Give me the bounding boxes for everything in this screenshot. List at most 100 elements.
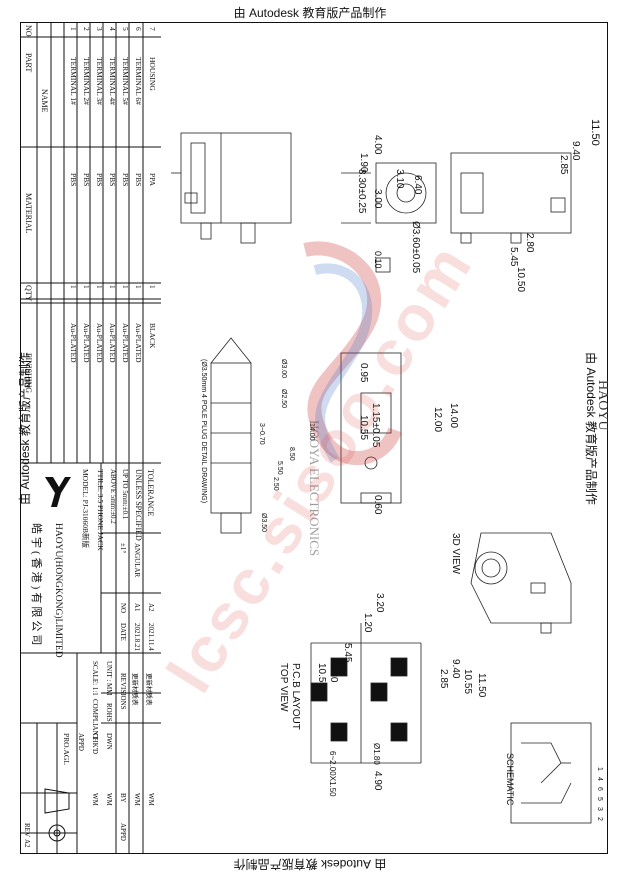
date-a2: 2021.11.4 <box>147 623 155 651</box>
bom-row-name: HOUSING <box>148 57 157 91</box>
bom-row-material: PBS <box>95 173 104 187</box>
revisions-label: REVISIONS <box>119 673 127 710</box>
dim-d1200: 12.00 <box>432 407 443 433</box>
dim-d360: Ø3.60±0.05 <box>410 221 421 274</box>
bom-row-no: 4 <box>108 27 117 31</box>
bom-row-no: 3 <box>95 27 104 31</box>
dim-d310: 3.10 <box>394 169 405 189</box>
haoyu-watermark: HAOYU <box>595 380 610 431</box>
chkd-value: WM <box>91 793 99 806</box>
hooya-logo-watermark <box>303 241 402 465</box>
chkd-label: CHK'D <box>91 733 99 755</box>
dwn-label: DWN <box>105 733 113 750</box>
bom-header-qty: QTY <box>24 285 33 302</box>
angular-label: ANGULAR <box>133 543 141 578</box>
bom-row-material: PBS <box>69 173 78 187</box>
rev-label: REV <box>23 823 31 837</box>
dim-pcb490: 4.90 <box>372 771 383 791</box>
dim-plug550: 5.50 <box>276 461 283 475</box>
dwn-value: WM <box>105 793 113 806</box>
rev-value: A2 <box>23 839 31 848</box>
bom-row-material: PBS <box>108 173 117 187</box>
dim-d280: 2.80 <box>524 233 535 253</box>
date-label: DATE <box>119 623 127 641</box>
bom-row-qty: 1 <box>148 285 157 289</box>
by-label: BY <box>119 793 127 803</box>
bom-row-no: 6 <box>134 27 143 31</box>
company-name-en: HAOYU(HONGKONG)LIMITED <box>53 523 63 658</box>
bom-header-no: NO <box>24 25 33 37</box>
bom-row-material: PPA <box>148 173 157 187</box>
bom-row-finishing: Au-PLATED <box>134 323 143 363</box>
bom-row-material: PBS <box>134 173 143 187</box>
bom-row-finishing: Au-PLATED <box>95 323 104 363</box>
by-a2: WM <box>147 793 155 806</box>
rev-a2: A2 <box>147 603 155 612</box>
bom-row-qty: 1 <box>69 285 78 289</box>
dim-schematic: SCHEMATIC <box>505 753 515 806</box>
title-ttile: TTILE: 3.5 PHONE JACK <box>96 469 105 551</box>
bom-row-finishing: Au-PLATED <box>121 323 130 363</box>
dim-pcb_hole: 6~2.00X1.50 <box>328 751 337 797</box>
bom-row-qty: 1 <box>108 285 117 289</box>
appd-label: APPD <box>119 823 127 841</box>
bom-row-name: TERMINAL 5# <box>121 57 130 105</box>
title-model: MODEL: PJ-31060B新版 <box>81 469 90 548</box>
dim-pcb_layout: P.C.B LAYOUT <box>290 663 301 730</box>
unless-specified: UNLESS SPECIFIED <box>134 469 143 541</box>
bom-row-no: 7 <box>148 27 157 31</box>
technical-drawing <box>171 132 592 824</box>
schematic-pin-label: 3 <box>596 807 603 811</box>
bom-row-name: TERMINAL 3# <box>95 57 104 105</box>
bom-row-material: PBS <box>121 173 130 187</box>
bom-row-qty: 1 <box>95 285 104 289</box>
dim-plug250b: 2.50 <box>272 477 279 491</box>
bom-row-finishing: Au-PLATED <box>82 323 91 363</box>
dim-d1150: 11.50 <box>589 119 601 146</box>
desc-a2: 更新材质表 <box>145 673 152 706</box>
bom-row-finishing: Au-PLATED <box>108 323 117 363</box>
dim-pcb320: 3.20 <box>374 593 385 613</box>
by-a1: WM <box>133 793 141 806</box>
bom-row-no: 2 <box>82 27 91 31</box>
schematic-pin-label: 5 <box>596 797 603 801</box>
dim-d940: 9.40 <box>570 141 581 161</box>
tolerance-above: ABOVE 5mm:±0.2 <box>109 469 117 524</box>
dim-pcb285: 2.85 <box>438 669 449 689</box>
bom-row-no: 1 <box>69 27 78 31</box>
scale-label: SCALE: 1:1 <box>91 661 99 696</box>
dim-top_view: TOP VIEW <box>278 663 289 712</box>
bom-header-material: MATERIAL <box>24 193 33 234</box>
appd-label-2: APPD <box>77 733 85 751</box>
hooya-electronics-watermark: HOOYA ELECTRONICS <box>307 420 322 557</box>
schematic-pin-label: 1 <box>596 767 603 771</box>
desc-a1: 更新材质表 <box>131 673 138 706</box>
bom-row-name: TERMINAL 2# <box>82 57 91 105</box>
company-logo <box>45 477 71 507</box>
rohs-label: ROHS <box>105 703 113 722</box>
dim-plug_caption: (Ø3.50mm 4 POLE PLUG DETAIL DRAWING) <box>200 359 207 504</box>
autodesk-watermark-top: 由 Autodesk 教育版产品制作 <box>233 6 387 20</box>
bom-row-material: PBS <box>82 173 91 187</box>
dim-d285: 2.85 <box>558 155 569 175</box>
bom-header-finishing: FINISHING <box>24 353 33 393</box>
dim-d545: 5.45 <box>508 247 519 267</box>
dim-d300: 3.00 <box>372 189 383 209</box>
bom-row-qty: 1 <box>82 285 91 289</box>
schematic-pin-label: 6 <box>596 787 603 791</box>
dim-d1400: 14.00 <box>448 403 459 429</box>
rev-a1: A1 <box>133 603 141 612</box>
dim-d1050: 10.50 <box>515 267 526 293</box>
dim-d640: 6.40 <box>412 175 423 195</box>
bom-header-part: PART <box>24 53 33 73</box>
dim-d400: 4.00 <box>372 135 383 155</box>
bom-row-qty: 1 <box>121 285 130 289</box>
dim-pcb1150: 11.50 <box>476 673 487 698</box>
date-a1: 2021.8.21 <box>133 623 141 651</box>
schematic-pin-label: 4 <box>596 777 603 781</box>
proagl-label: PRO.AGL <box>62 733 71 765</box>
angular-value: ±1° <box>119 543 127 554</box>
bom-row-name: TERMINAL 1# <box>69 57 78 105</box>
bom-row-finishing: Au-PLATED <box>69 323 78 363</box>
